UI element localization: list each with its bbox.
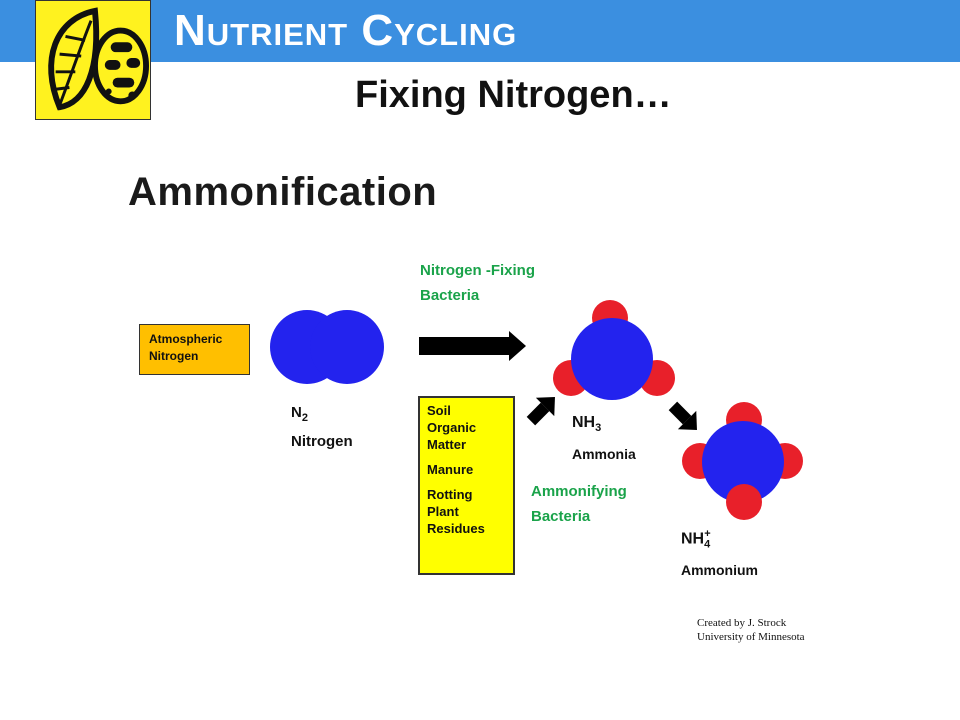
- leaf-cell-icon: [48, 7, 150, 111]
- diagram-heading: Ammonification: [128, 170, 438, 214]
- arrow-fixing: [419, 331, 526, 361]
- nh4-molecule: [682, 402, 803, 520]
- nitrogen-fixing-bacteria-label: Nitrogen -Fixing Bacteria: [420, 262, 535, 304]
- nh4-nitrogen-atom: [702, 421, 784, 503]
- soil-organic-matter-box: Soil Organic Matter Manure Rotting Plant…: [418, 396, 515, 575]
- page-title: Nutrient Cycling: [174, 6, 518, 55]
- n2-molecule: [270, 310, 384, 384]
- logo: [35, 0, 151, 120]
- nh4-hydrogen-bottom: [726, 484, 762, 520]
- n2-atom-right: [310, 310, 384, 384]
- nh3-formula: NH3: [572, 414, 602, 435]
- n2-name: Nitrogen: [291, 433, 353, 450]
- nh4-formula: NH4+: [681, 528, 711, 551]
- arrow-ammonifying: [526, 397, 555, 426]
- arrow-nh3-to-nh4: [668, 401, 697, 430]
- nh3-nitrogen-atom: [571, 318, 653, 400]
- n2-label: N2 Nitrogen: [291, 401, 353, 454]
- header-bar: [0, 0, 960, 62]
- nh3-molecule: [553, 300, 675, 400]
- slide-subtitle: Fixing Nitrogen…: [355, 74, 672, 116]
- ammonia-label: Ammonia: [572, 446, 636, 462]
- atmospheric-line-2: Nitrogen: [149, 349, 199, 363]
- ammonium-label: Ammonium: [681, 562, 758, 578]
- ammonifying-bacteria-label: Ammonifying Bacteria: [531, 483, 627, 525]
- atmospheric-line-1: Atmospheric: [149, 332, 223, 346]
- atmospheric-nitrogen-box: Atmospheric Nitrogen: [139, 324, 250, 375]
- n2-formula: N2: [291, 404, 308, 424]
- credit-text: Created by J. Strock University of Minne…: [697, 617, 805, 643]
